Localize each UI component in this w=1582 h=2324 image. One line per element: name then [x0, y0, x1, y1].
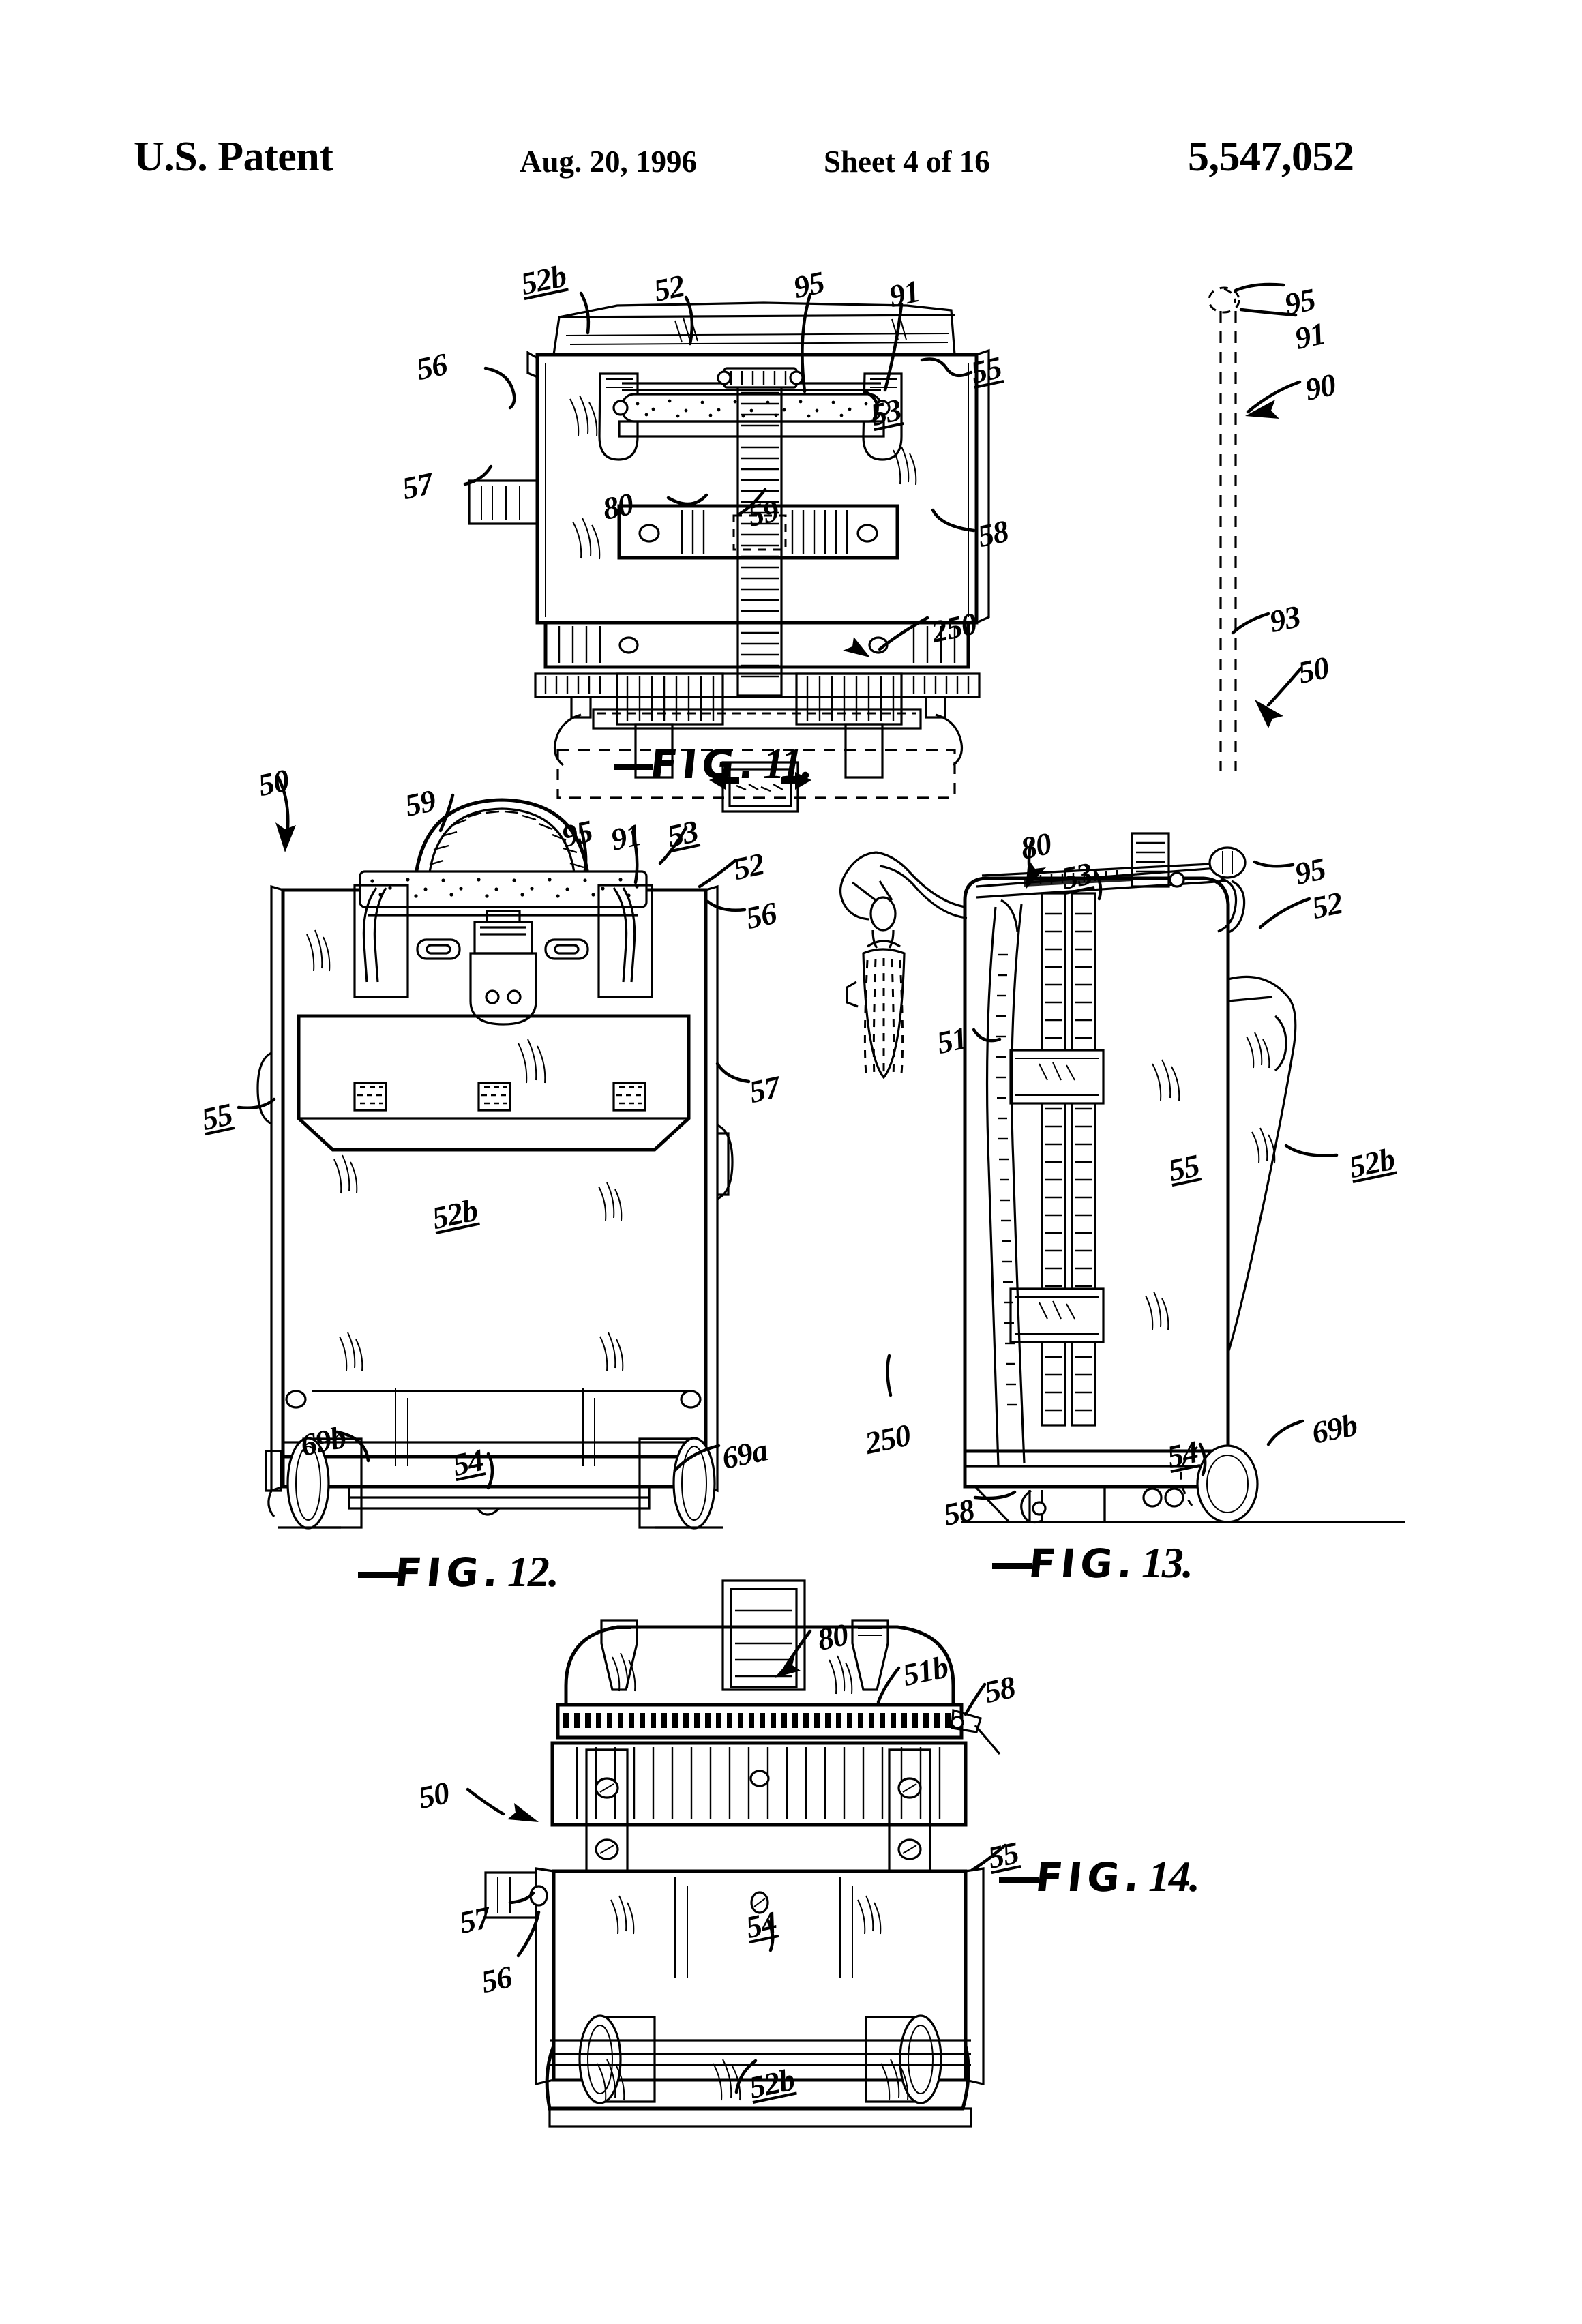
reference-numeral-52: 52 — [730, 846, 767, 887]
reference-numeral-53: 53 — [1058, 855, 1095, 897]
reference-numeral-52b: 52b — [429, 1192, 481, 1236]
reference-numeral-91: 91 — [608, 816, 644, 858]
figure-label-14: FIG.14. — [999, 1851, 1200, 1902]
figure-label-dash — [614, 764, 653, 770]
reference-numeral-56: 56 — [413, 346, 450, 387]
reference-numeral-95: 95 — [1292, 850, 1328, 892]
reference-numeral-91: 91 — [886, 273, 923, 314]
reference-numeral-69a: 69a — [719, 1432, 771, 1476]
figure-label-dash — [358, 1572, 398, 1578]
reference-numeral-57: 57 — [746, 1069, 783, 1110]
reference-numeral-50: 50 — [415, 1774, 452, 1816]
reference-numeral-50: 50 — [255, 762, 292, 803]
reference-numeral-52b: 52b — [1346, 1141, 1398, 1185]
reference-numeral-56: 56 — [743, 895, 779, 936]
reference-numeral-58: 58 — [940, 1491, 977, 1533]
reference-numeral-250: 250 — [928, 606, 980, 650]
reference-numeral-53: 53 — [867, 391, 904, 433]
reference-numeral-55: 55 — [985, 1834, 1021, 1876]
figure-label-13: FIG.13. — [992, 1538, 1193, 1588]
reference-numeral-58: 58 — [974, 513, 1011, 554]
reference-numeral-57: 57 — [456, 1899, 493, 1941]
reference-numeral-57: 57 — [399, 465, 436, 507]
reference-numeral-52: 52 — [1309, 884, 1345, 926]
figure-label-number: 13. — [1141, 1538, 1193, 1587]
reference-numeral-52b: 52b — [518, 258, 569, 302]
reference-numeral-50: 50 — [1295, 649, 1332, 691]
reference-numeral-55: 55 — [198, 1096, 235, 1137]
figure-label-number: 11. — [762, 739, 812, 788]
reference-numeral-95: 95 — [558, 813, 595, 854]
reference-numeral-80: 80 — [599, 486, 636, 527]
patent-issue-date: Aug. 20, 1996 — [520, 145, 698, 179]
reference-numeral-59: 59 — [402, 782, 438, 824]
reference-numeral-56: 56 — [478, 1958, 515, 2000]
callout-leader-lines — [237, 291, 1339, 2094]
figure-label-word: FIG. — [648, 741, 762, 788]
reference-numeral-90: 90 — [1302, 366, 1339, 408]
reference-numeral-55: 55 — [968, 349, 1004, 391]
figure-label-dash — [992, 1563, 1032, 1569]
figure-label-word: FIG. — [392, 1549, 506, 1596]
reference-numeral-250: 250 — [862, 1417, 914, 1461]
figure-label-dash — [999, 1877, 1039, 1883]
figure-label-number: 12. — [507, 1547, 559, 1596]
patent-header: U.S. Patent Aug. 20, 1996 Sheet 4 of 16 … — [0, 133, 1582, 208]
reference-numeral-80: 80 — [814, 1616, 851, 1658]
reference-numeral-52b: 52b — [746, 2061, 798, 2106]
reference-numeral-69b: 69b — [1309, 1407, 1360, 1451]
reference-numeral-53: 53 — [664, 813, 701, 854]
patent-sheet-number: Sheet 4 of 16 — [824, 145, 990, 179]
figure-label-number: 14. — [1148, 1852, 1200, 1901]
reference-numeral-51: 51 — [934, 1019, 970, 1061]
figure-label-word: FIG. — [1026, 1540, 1140, 1587]
reference-numeral-91: 91 — [1292, 315, 1328, 357]
reference-numeral-80: 80 — [1017, 825, 1054, 867]
reference-numeral-51b: 51b — [899, 1649, 951, 1693]
patent-number: 5,547,052 — [1188, 134, 1354, 180]
patent-office-title: U.S. Patent — [134, 134, 333, 180]
reference-numeral-69b: 69b — [297, 1419, 349, 1463]
reference-numeral-93: 93 — [1266, 598, 1303, 640]
figure-label-11: FIG.11. — [614, 739, 812, 789]
shoulder-strap-phantom-drawing — [1208, 282, 1303, 771]
reference-numeral-54: 54 — [1164, 1433, 1201, 1475]
figure-label-word: FIG. — [1033, 1854, 1147, 1901]
reference-numeral-58: 58 — [981, 1669, 1018, 1710]
reference-numeral-55: 55 — [1165, 1147, 1202, 1189]
reference-numeral-52: 52 — [651, 267, 687, 309]
reference-numeral-59: 59 — [745, 492, 781, 534]
reference-numeral-95: 95 — [790, 264, 827, 306]
figure-11-drawing — [468, 301, 990, 813]
reference-numeral-54: 54 — [449, 1442, 486, 1483]
figure-12-drawing — [256, 798, 734, 1530]
reference-numeral-54: 54 — [743, 1904, 779, 1946]
figure-label-12: FIG.12. — [358, 1547, 559, 1597]
